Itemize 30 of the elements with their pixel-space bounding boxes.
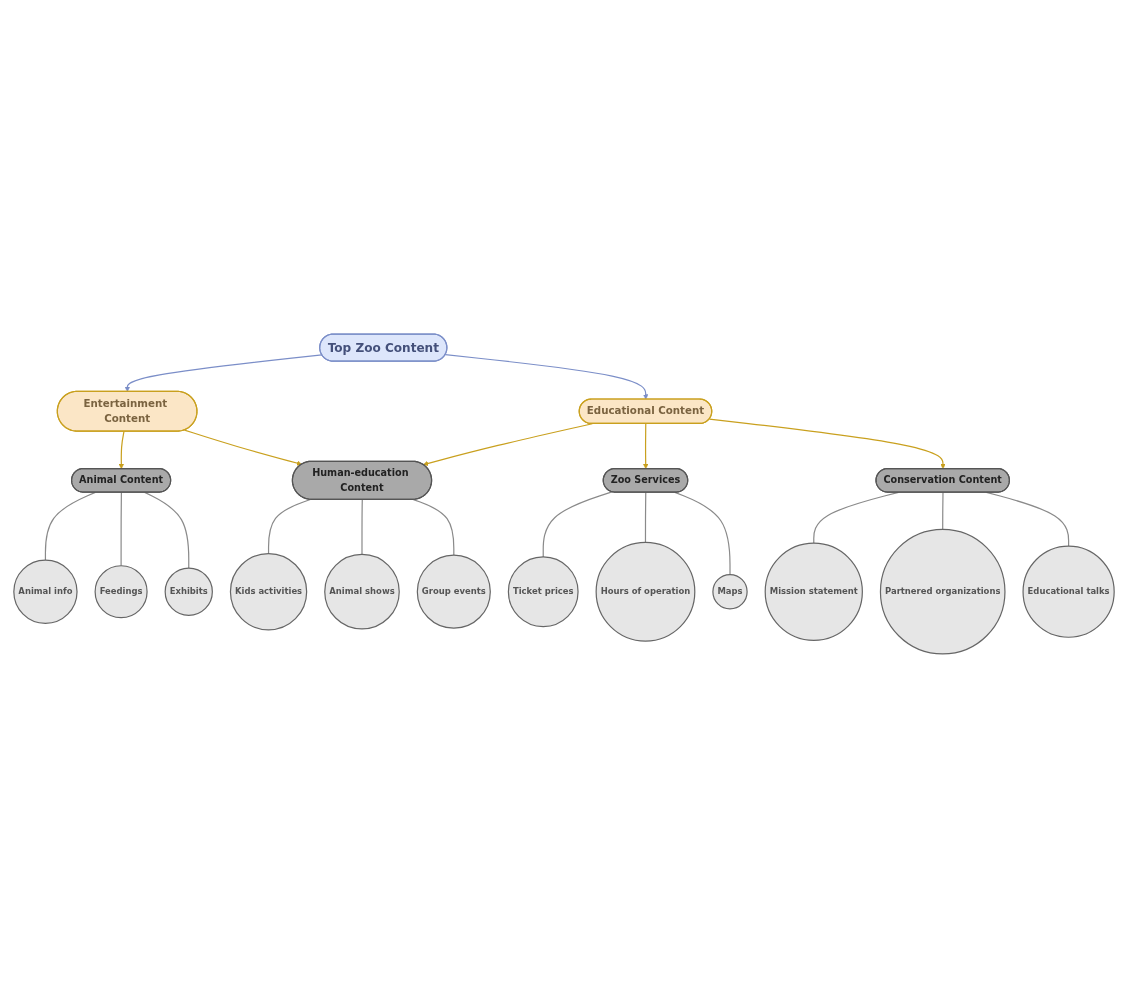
arrow <box>643 422 649 469</box>
node-circle: Animal info <box>13 559 78 624</box>
node-circle: Group events <box>416 554 491 629</box>
node-circle: Maps <box>712 573 748 609</box>
arrow <box>444 353 649 400</box>
arrow <box>118 430 125 469</box>
connector <box>412 498 455 556</box>
connector <box>985 491 1070 547</box>
arrow <box>423 422 593 466</box>
connector <box>144 491 190 569</box>
node-circle: Ticket prices <box>507 555 579 627</box>
connector <box>267 498 311 554</box>
node-circle: Exhibits <box>164 567 213 616</box>
connector <box>44 491 96 561</box>
node-circle: Partnered organizations <box>879 528 1006 655</box>
connector <box>942 491 944 530</box>
connector <box>674 491 731 575</box>
node-circle: Feedings <box>94 564 148 618</box>
connector <box>120 491 122 566</box>
node-circle: Kids activities <box>229 552 308 630</box>
connector <box>644 491 647 543</box>
node-circle: Mission statement <box>764 542 863 641</box>
connector <box>542 490 613 557</box>
arrow <box>183 429 303 466</box>
node-circle: Educational talks <box>1022 545 1115 638</box>
connector <box>813 491 900 544</box>
node-circle: Hours of operation <box>595 541 696 642</box>
connector <box>361 498 363 555</box>
arrow <box>708 417 946 469</box>
node-circle: Animal shows <box>324 553 400 630</box>
